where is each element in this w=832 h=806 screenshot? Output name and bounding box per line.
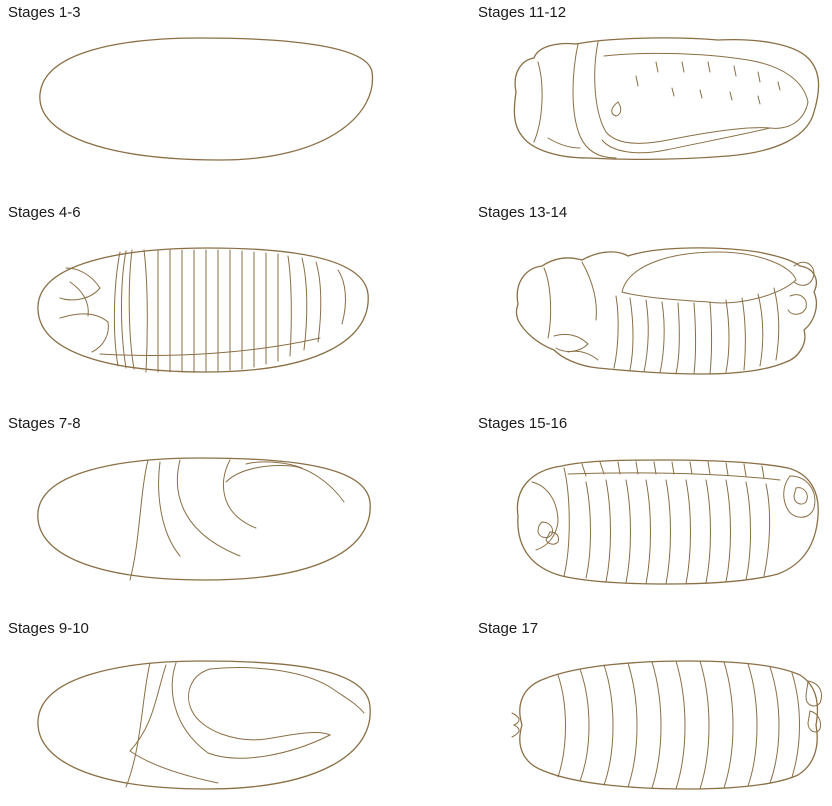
embryo-stages-4-6 [30,242,375,382]
panel-label-stages-11-12: Stages 11-12 [478,4,566,21]
panel-label-stages-1-3: Stages 1-3 [8,4,81,21]
embryo-stages-13-14 [508,240,823,380]
panel-label-stages-9-10: Stages 9-10 [8,620,89,637]
embryo-stages-15-16 [508,452,823,590]
panel-label-stage-17: Stage 17 [478,620,538,637]
embryo-stage-17 [508,655,828,795]
embryo-stages-9-10 [30,655,380,795]
panel-label-stages-13-14: Stages 13-14 [478,204,567,221]
embryo-stages-1-3 [30,32,380,167]
embryo-stages-7-8 [30,452,380,587]
embryo-stages-11-12 [508,32,823,167]
panel-label-stages-7-8: Stages 7-8 [8,415,81,432]
panel-label-stages-15-16: Stages 15-16 [478,415,567,432]
panel-label-stages-4-6: Stages 4-6 [8,204,81,221]
